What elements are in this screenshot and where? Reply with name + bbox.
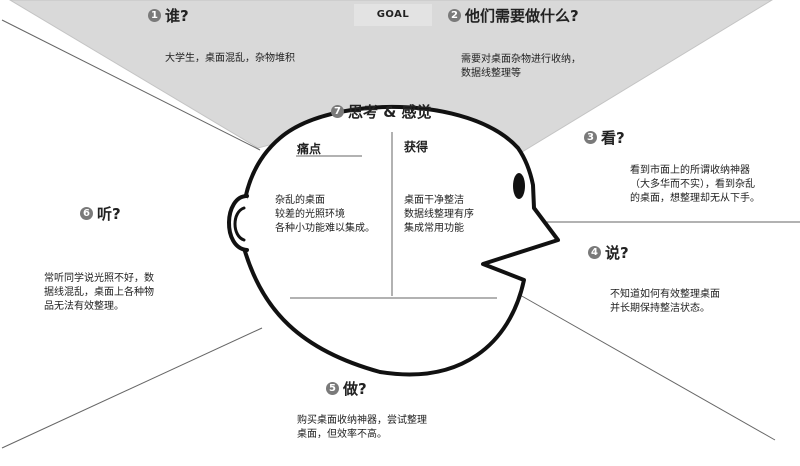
- hear-number-badge: 6: [80, 207, 93, 220]
- hear-heading: 6 听?: [80, 203, 121, 224]
- think-title: 思考 & 感觉: [348, 103, 432, 121]
- who-text: 大学生，桌面混乱，杂物堆积: [165, 53, 295, 64]
- say-number-badge: 4: [588, 246, 601, 259]
- do-title: 做?: [343, 380, 367, 398]
- need-number-badge: 2: [448, 9, 461, 22]
- think-number-badge: 7: [331, 105, 344, 118]
- divider-line: [1, 327, 263, 449]
- who-heading: 1 谁?: [148, 5, 189, 26]
- do-text: 购买桌面收纳神器，尝试整理 桌面，但效率不高。: [297, 415, 427, 440]
- do-heading: 5 做?: [326, 378, 367, 399]
- say-heading: 4 说?: [588, 242, 629, 263]
- see-heading: 3 看?: [584, 127, 625, 148]
- ear-shape: [227, 194, 249, 252]
- who-title: 谁?: [165, 7, 189, 25]
- pain-title: 痛点: [297, 142, 322, 156]
- gain-title: 获得: [404, 140, 429, 154]
- do-number-badge: 5: [326, 382, 339, 395]
- see-number-badge: 3: [584, 131, 597, 144]
- need-text: 需要对桌面杂物进行收纳， 数据线整理等: [461, 54, 581, 79]
- head-outline: [240, 104, 560, 377]
- eye-shape: [513, 173, 525, 199]
- see-text: 看到市面上的所谓收纳神器 （大多华而不实），看到杂乱 的桌面，想整理却无从下手。: [630, 165, 760, 204]
- say-title: 说?: [605, 244, 629, 262]
- gain-text: 桌面干净整洁 数据线整理有序 集成常用功能: [404, 195, 474, 234]
- hear-title: 听?: [97, 205, 121, 223]
- who-number-badge: 1: [148, 9, 161, 22]
- ear-inner: [233, 206, 246, 242]
- see-title: 看?: [601, 129, 625, 147]
- need-title: 他们需要做什么?: [465, 7, 579, 25]
- need-heading: 2 他们需要做什么?: [448, 5, 579, 26]
- hear-text: 常听同学说光照不好，数 据线混乱，桌面上各种物 品无法有效整理。: [44, 273, 154, 312]
- say-text: 不知道如何有效整理桌面 并长期保持整洁状态。: [610, 289, 720, 314]
- goal-label: GOAL: [354, 4, 432, 26]
- think-heading: 7 思考 & 感觉: [331, 101, 432, 122]
- divider-line: [519, 294, 776, 441]
- pain-text: 杂乱的桌面 较差的光照环境 各种小功能难以集成。: [275, 195, 375, 234]
- divider-line: [1, 19, 261, 151]
